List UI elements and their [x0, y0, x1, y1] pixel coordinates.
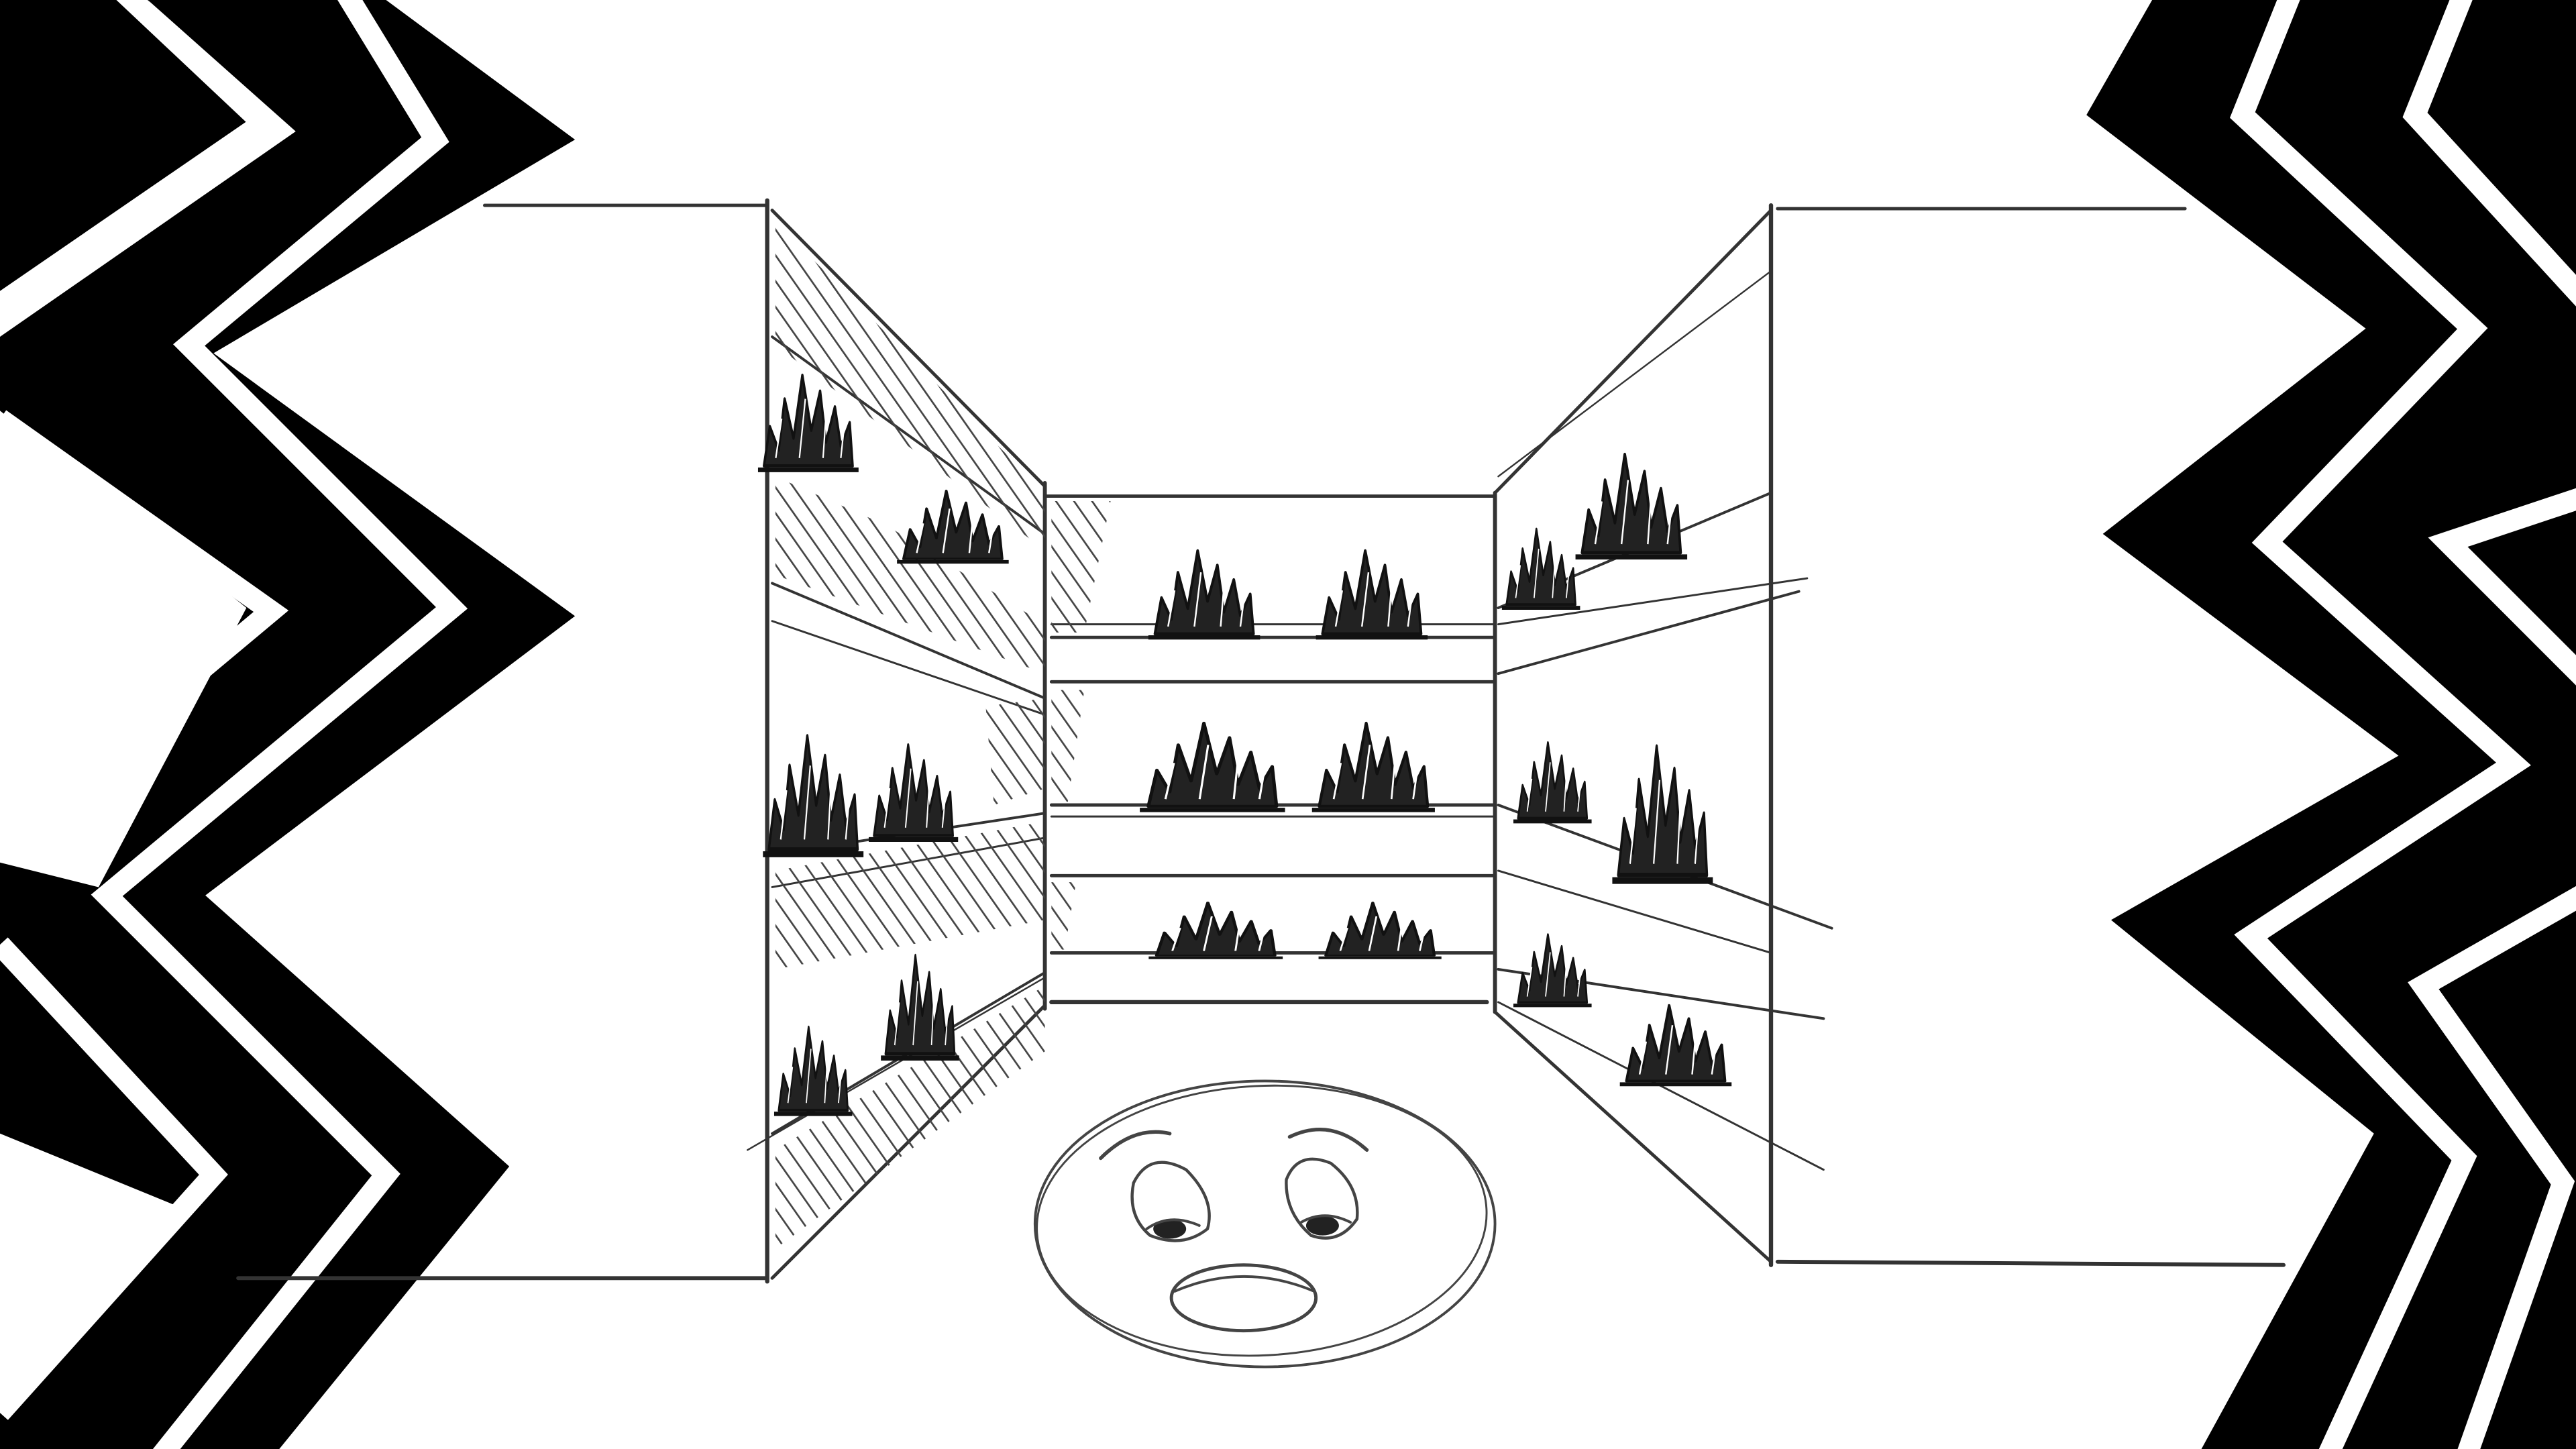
right-eyebrow [1287, 1128, 1369, 1152]
aisle-sketch [236, 198, 2286, 1284]
right-eye [1285, 1157, 1359, 1240]
left-eye [1130, 1161, 1211, 1242]
worried-face-character [1033, 1079, 1497, 1368]
right-zigzag-border [2086, 0, 2576, 1449]
face-outline [1033, 1079, 1497, 1368]
left-eyebrow [1099, 1130, 1172, 1161]
left-zigzag-border [0, 0, 576, 1449]
mouth [1169, 1263, 1318, 1333]
